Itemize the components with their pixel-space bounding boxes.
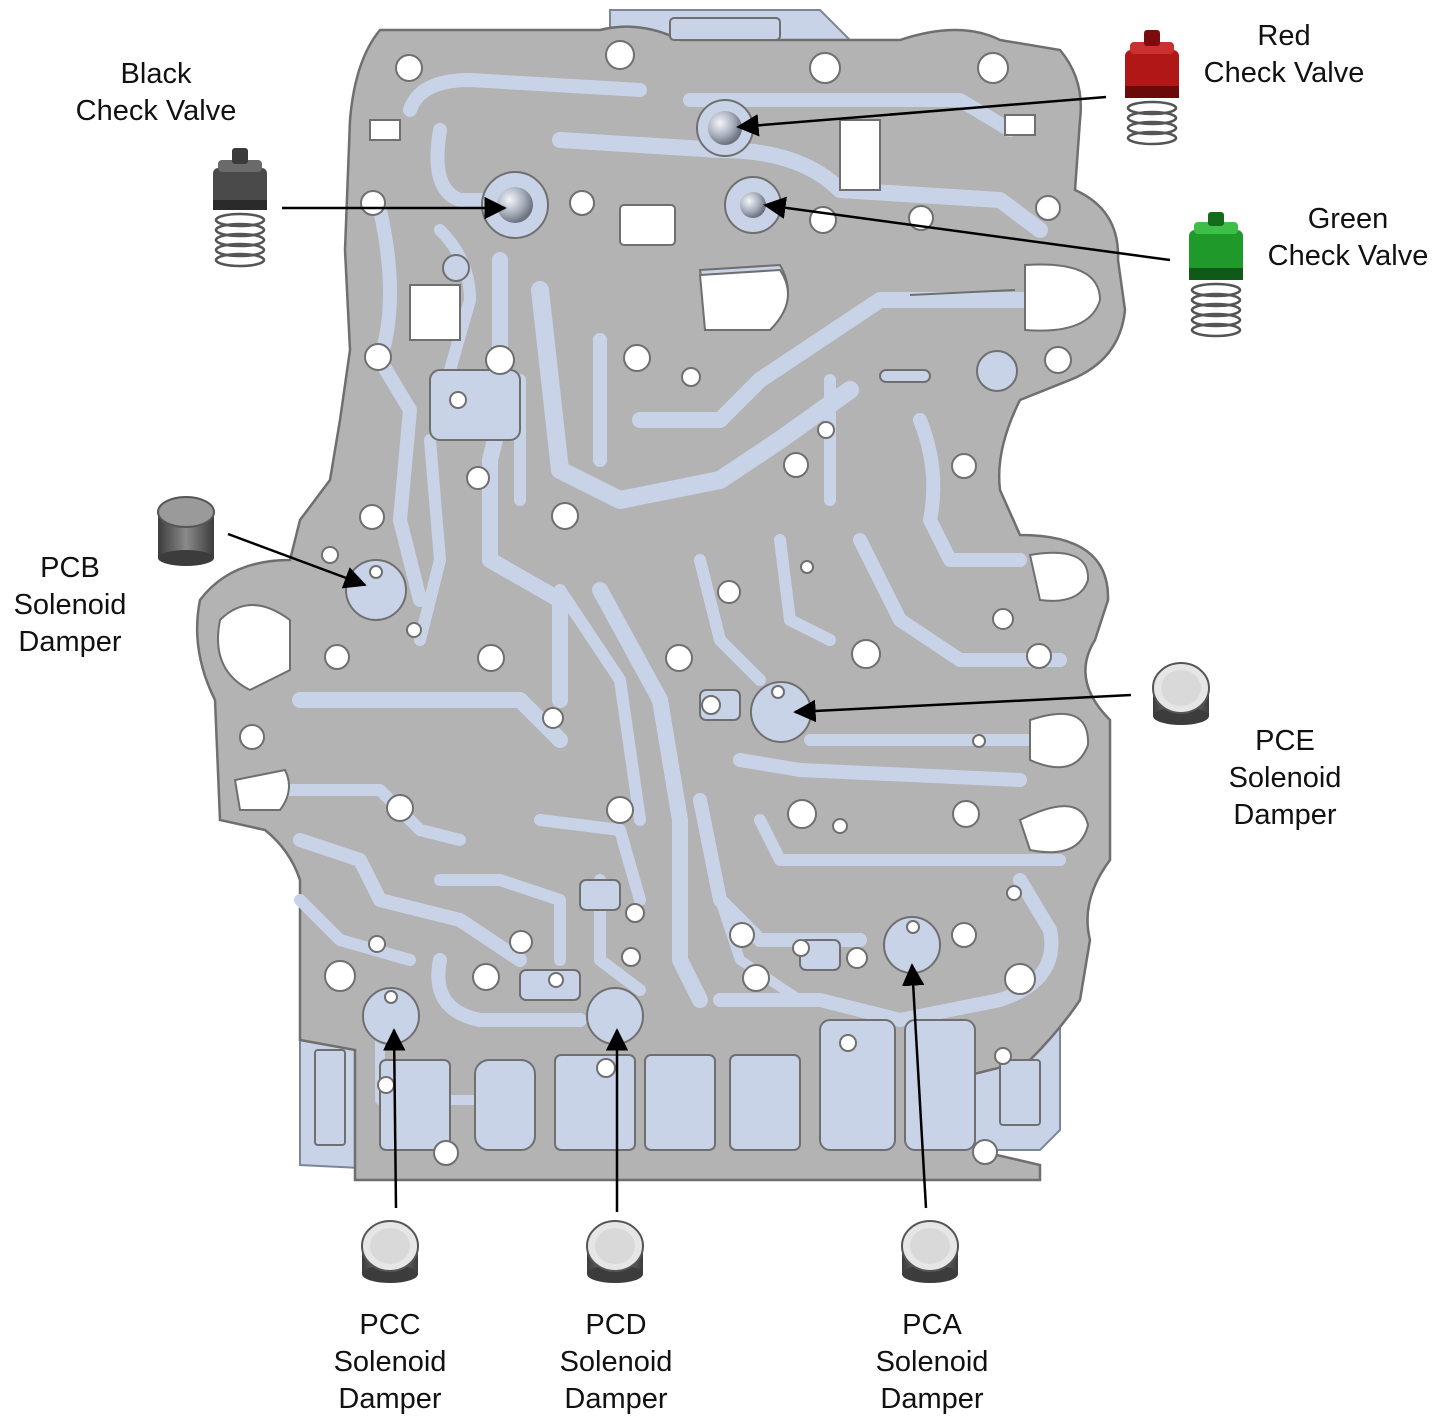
label-line: PCA (902, 1309, 962, 1341)
label-pcd-damper: PCD Solenoid Damper (546, 1307, 686, 1418)
label-green-check-valve: Green Check Valve (1250, 201, 1446, 275)
label-line: PCB (40, 552, 100, 584)
label-line: Damper (18, 626, 122, 658)
label-line: Solenoid (559, 1346, 673, 1378)
label-black-check-valve: Black Check Valve (58, 56, 254, 130)
label-line: Solenoid (875, 1346, 989, 1378)
label-pcc-damper: PCC Solenoid Damper (320, 1307, 460, 1418)
label-pcb-damper: PCB Solenoid Damper (0, 550, 140, 661)
arrow-pcb (227, 532, 367, 589)
label-line: PCE (1255, 725, 1315, 757)
label-line: Green (1307, 203, 1389, 235)
pce-damper-icon (1152, 662, 1210, 725)
label-line: Solenoid (333, 1346, 447, 1378)
label-red-check-valve: Red Check Valve (1186, 18, 1382, 92)
label-line: Check Valve (75, 95, 237, 127)
pcc-damper-icon (361, 1220, 419, 1283)
label-pca-damper: PCA Solenoid Damper (862, 1307, 1002, 1418)
arrow-green-valve (763, 196, 1171, 262)
black-check-valve-icon (213, 148, 267, 268)
pcd-damper-icon (586, 1220, 644, 1283)
label-pce-damper: PCE Solenoid Damper (1215, 723, 1355, 834)
label-line: Solenoid (13, 589, 127, 621)
arrow-pcc (382, 1028, 406, 1209)
arrow-red-valve (736, 95, 1107, 137)
arrow-pce (793, 693, 1132, 723)
green-check-valve-icon (1189, 212, 1243, 338)
label-line: Red (1257, 20, 1311, 52)
label-line: Check Valve (1203, 57, 1365, 89)
leader-arrows (227, 95, 1171, 1212)
label-line: Damper (338, 1383, 442, 1415)
arrow-pca (901, 963, 928, 1209)
label-line: Damper (1233, 799, 1337, 831)
red-check-valve-icon (1125, 30, 1179, 146)
label-line: PCD (585, 1309, 647, 1341)
label-line: Damper (564, 1383, 668, 1415)
label-line: Black (120, 58, 192, 90)
label-line: Solenoid (1228, 762, 1342, 794)
label-line: Check Valve (1267, 240, 1429, 272)
label-line: Damper (880, 1383, 984, 1415)
label-line: PCC (359, 1309, 421, 1341)
pcb-damper-icon (157, 496, 215, 566)
pca-damper-icon (901, 1220, 959, 1283)
